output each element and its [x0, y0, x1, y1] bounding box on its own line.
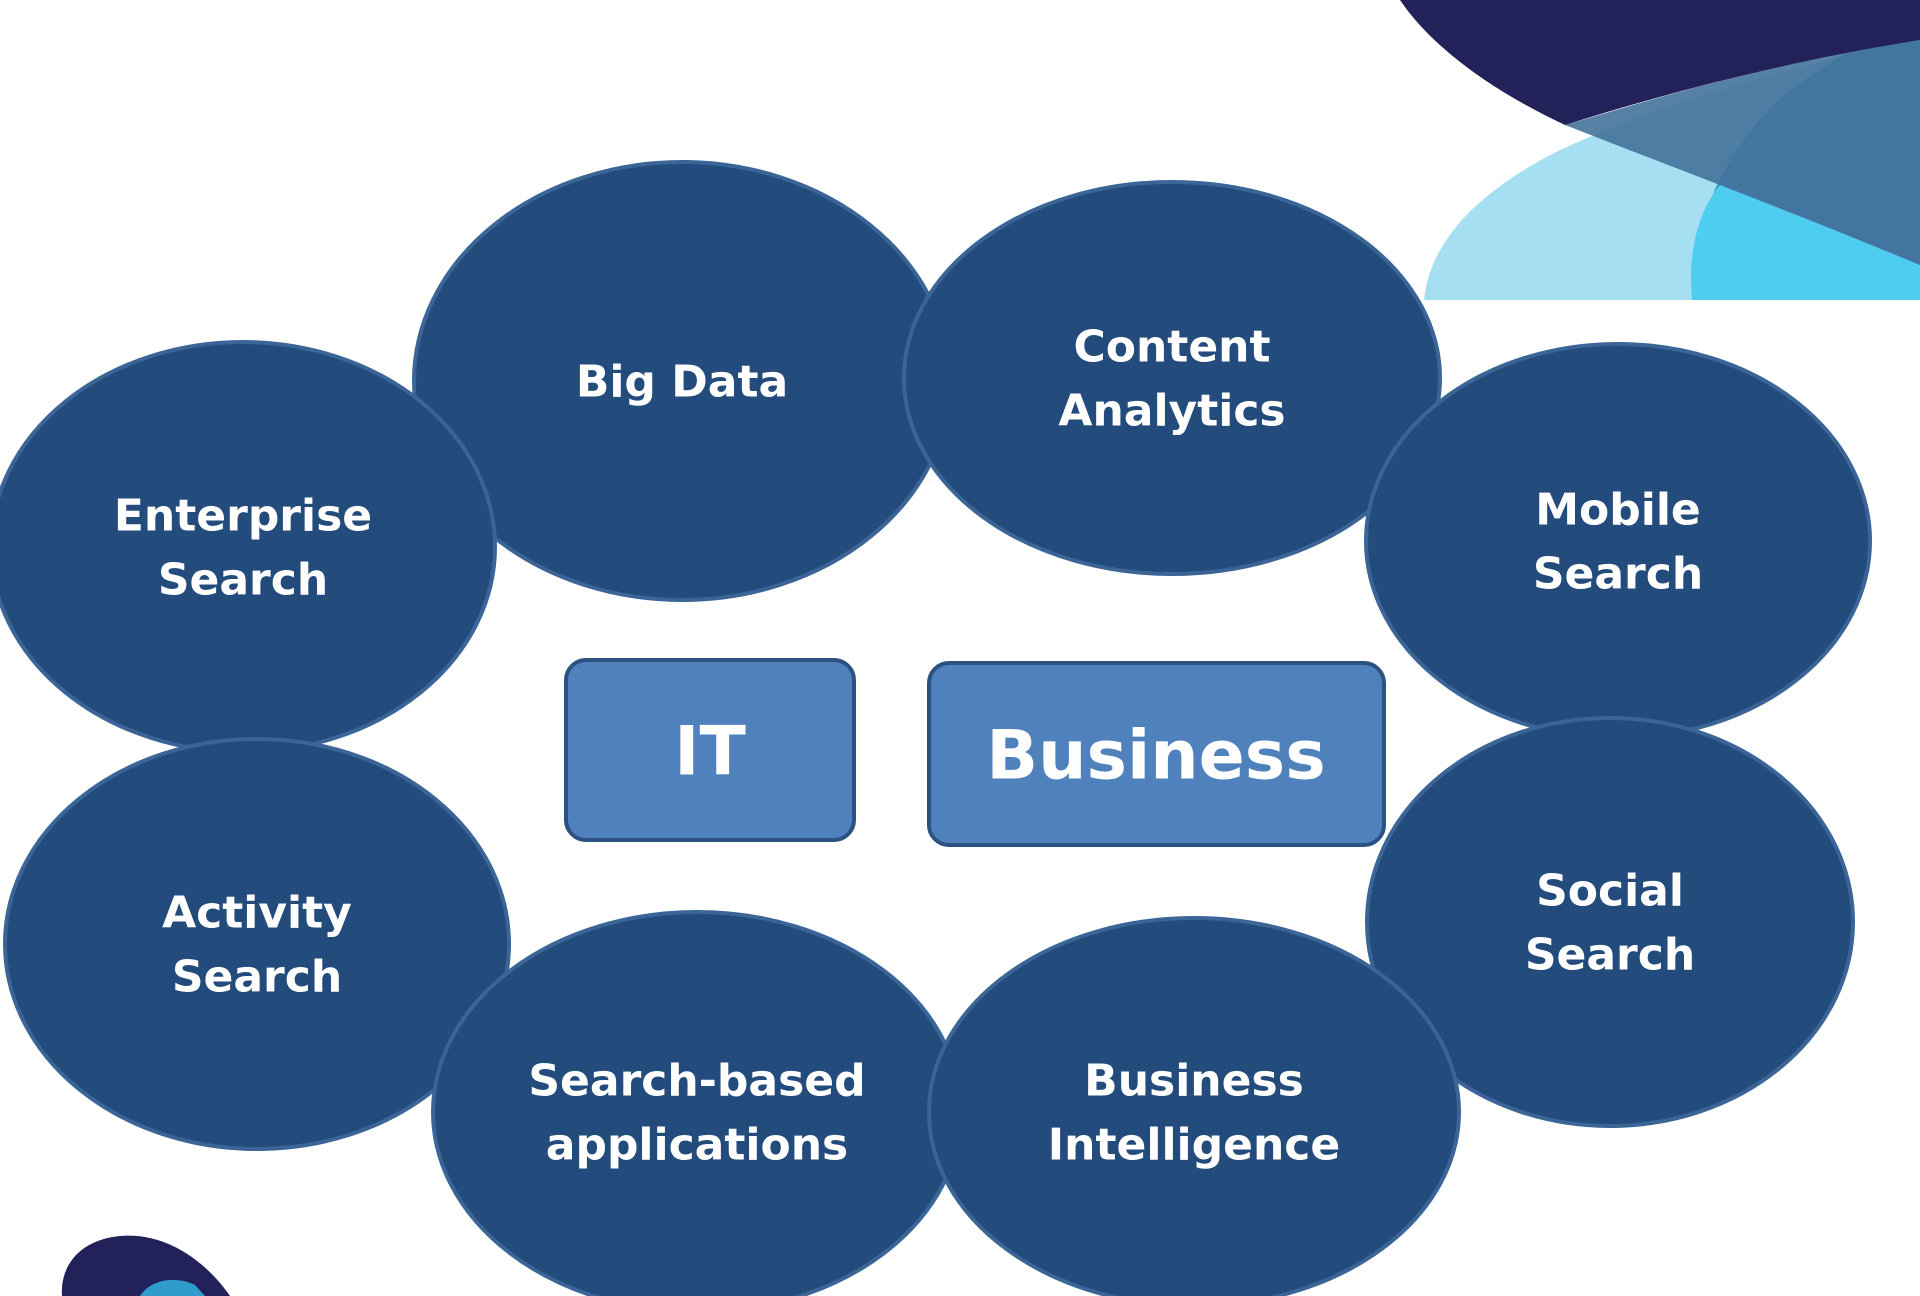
bubble-search-based-applications: Search-based applications [431, 910, 963, 1296]
bubble-label-mobile-search-line-1: Mobile [1535, 484, 1701, 535]
business-box: Business [927, 661, 1386, 847]
business-box-shape [927, 661, 1386, 847]
business-box-label: Business [986, 717, 1326, 796]
bubble-label-big-data-line-1: Big Data [576, 356, 788, 407]
bubble-label-content-analytics-line-2: Analytics [1058, 385, 1285, 436]
bubble-label-business-intelligence-line-1: Business [1084, 1055, 1304, 1106]
bubble-label-enterprise-search-line-1: Enterprise [114, 490, 372, 541]
bubble-ring: Big DataContentAnalyticsEnterpriseSearch… [0, 160, 1872, 1296]
decorative-swoosh-top-right [1400, 0, 1920, 300]
bubble-label-activity-search-line-2: Search [172, 951, 342, 1002]
swoosh-bottom-cyan-shape [140, 1279, 205, 1296]
it-box: IT [564, 658, 856, 842]
it-box-label: IT [674, 713, 746, 792]
it-box-shape [564, 658, 856, 842]
bubble-shape-content-analytics [902, 180, 1442, 576]
bubble-label-activity-search-line-1: Activity [162, 887, 352, 938]
bubble-label-enterprise-search-line-2: Search [158, 554, 328, 605]
swoosh-dark-shape [1400, 0, 1920, 125]
bubble-label-search-based-applications-line-1: Search-based [528, 1055, 865, 1106]
bubble-shape-business-intelligence [927, 916, 1461, 1296]
bubble-label-social-search-line-2: Search [1525, 929, 1695, 980]
bubble-shape-enterprise-search [0, 340, 497, 754]
decorative-swoosh-bottom-left [61, 1235, 230, 1296]
bubble-shape-social-search [1365, 716, 1855, 1128]
bubble-label-search-based-applications-line-2: applications [546, 1119, 848, 1170]
swoosh-mid-shape [1565, 40, 1920, 265]
bubble-label-content-analytics-line-1: Content [1073, 321, 1270, 372]
bubble-label-mobile-search-line-2: Search [1533, 548, 1703, 599]
swoosh-bottom-dark-shape [61, 1235, 230, 1296]
bubble-shape-mobile-search [1364, 342, 1872, 740]
bubble-big-data: Big Data [412, 160, 952, 602]
bubble-shape-activity-search [3, 737, 511, 1151]
swoosh-bright-cyan-shape [1690, 185, 1920, 300]
bubble-label-social-search-line-1: Social [1536, 865, 1684, 916]
bubble-label-business-intelligence-line-2: Intelligence [1048, 1119, 1340, 1170]
